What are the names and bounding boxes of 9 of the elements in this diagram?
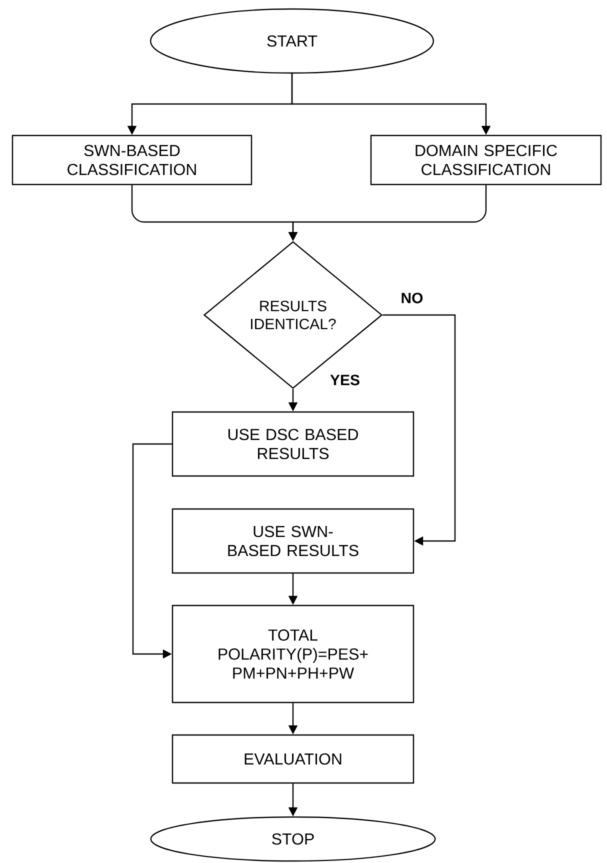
process-box: USE DSC BASED RESULTS [172, 411, 414, 477]
edge-label: NO [400, 292, 424, 304]
process-box: TOTAL POLARITY(P)=PES+ PM+PN+PH+PW [172, 604, 414, 704]
process-box: DOMAIN SPECIFIC CLASSIFICATION [370, 134, 602, 186]
edge-label: YES [329, 374, 361, 386]
arrow [382, 314, 456, 546]
process-box: SWN-BASED CLASSIFICATION [12, 134, 252, 186]
process-box: EVALUATION [172, 734, 414, 784]
process-box: USE SWN-BASED RESULTS [172, 508, 414, 574]
